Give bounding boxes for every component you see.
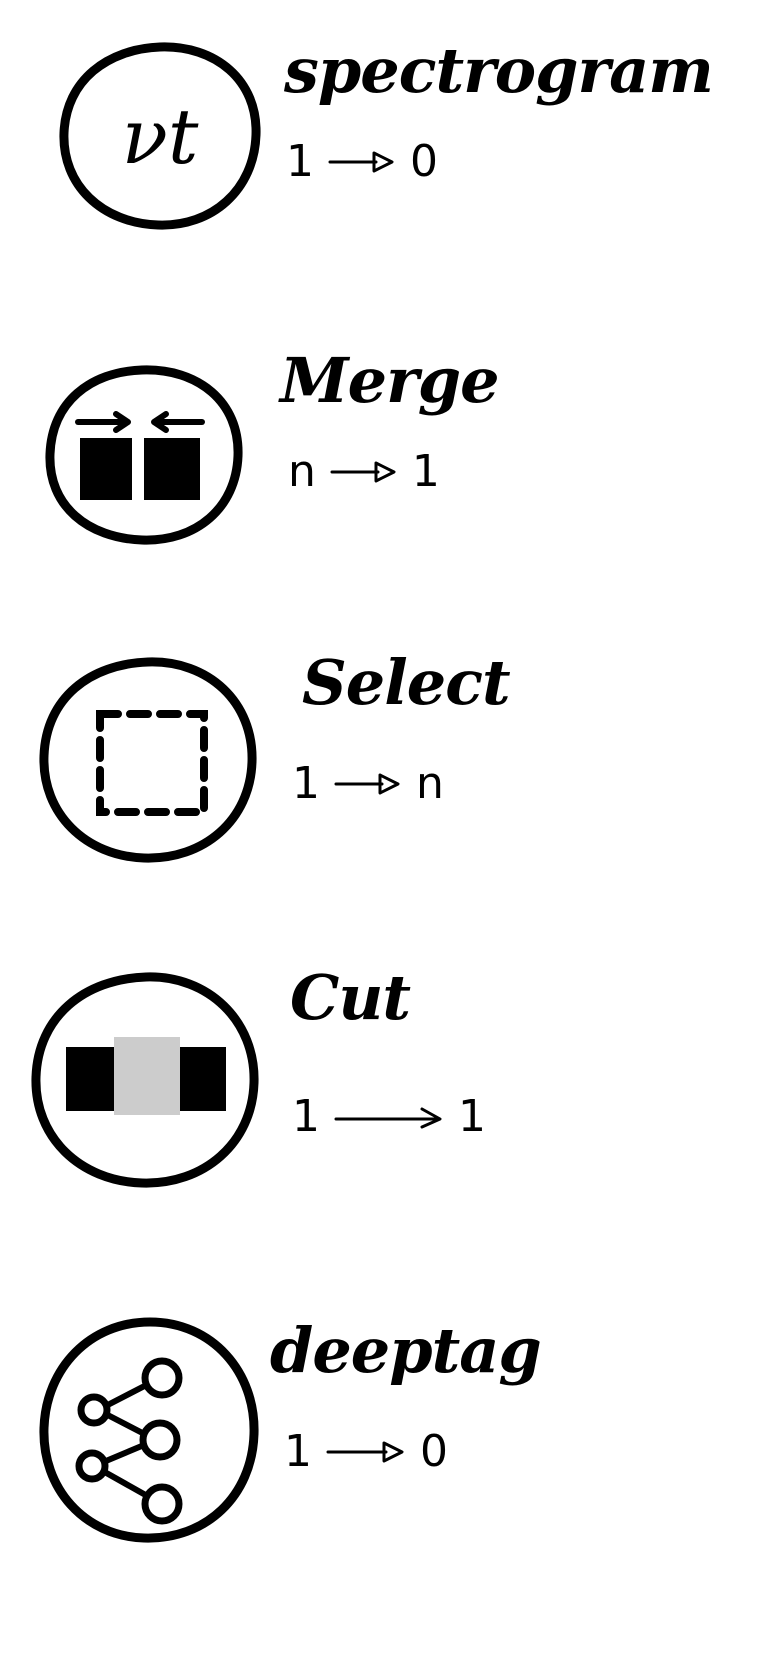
node-cut[interactable]: Cut 1 1 <box>0 955 760 1205</box>
node-arity: 1 n <box>292 762 444 806</box>
arrow-icon <box>334 773 400 795</box>
node-merge[interactable]: Merge n 1 <box>0 330 760 570</box>
node-spectrogram[interactable]: νt spectrogram 1 0 <box>0 0 760 250</box>
deeptag-icon <box>39 1317 259 1543</box>
merge-icon <box>45 365 243 545</box>
node-title: Merge <box>280 344 500 417</box>
node-title: deeptag <box>270 1314 542 1387</box>
node-arity: 1 0 <box>286 140 438 184</box>
arity-input: 1 <box>286 136 314 187</box>
arity-output: n <box>416 758 444 809</box>
arity-output: 0 <box>410 136 438 187</box>
node-select[interactable]: Select 1 n <box>0 640 760 890</box>
spectrogram-symbol: νt <box>122 92 199 181</box>
spectrogram-icon: νt <box>59 42 261 230</box>
cut-icon <box>31 972 259 1188</box>
arrow-icon <box>334 1107 442 1129</box>
node-title: Cut <box>290 961 411 1034</box>
arrow-icon <box>328 151 394 173</box>
node-title: spectrogram <box>284 34 714 107</box>
arity-input: 1 <box>292 758 320 809</box>
node-arity: 1 1 <box>292 1095 486 1139</box>
arity-output: 1 <box>411 446 440 497</box>
arity-output: 0 <box>420 1426 448 1477</box>
node-arity: 1 0 <box>284 1430 448 1474</box>
node-deeptag[interactable]: deeptag 1 0 <box>0 1300 760 1580</box>
arity-input: 1 <box>284 1426 312 1477</box>
node-title: Select <box>302 646 511 719</box>
select-icon <box>39 657 257 863</box>
arrow-icon <box>330 461 396 483</box>
arity-input: 1 <box>292 1091 320 1142</box>
arity-input: n <box>288 446 316 497</box>
arity-output: 1 <box>458 1091 486 1142</box>
node-arity: n 1 <box>288 450 440 494</box>
arrow-icon <box>326 1441 404 1463</box>
